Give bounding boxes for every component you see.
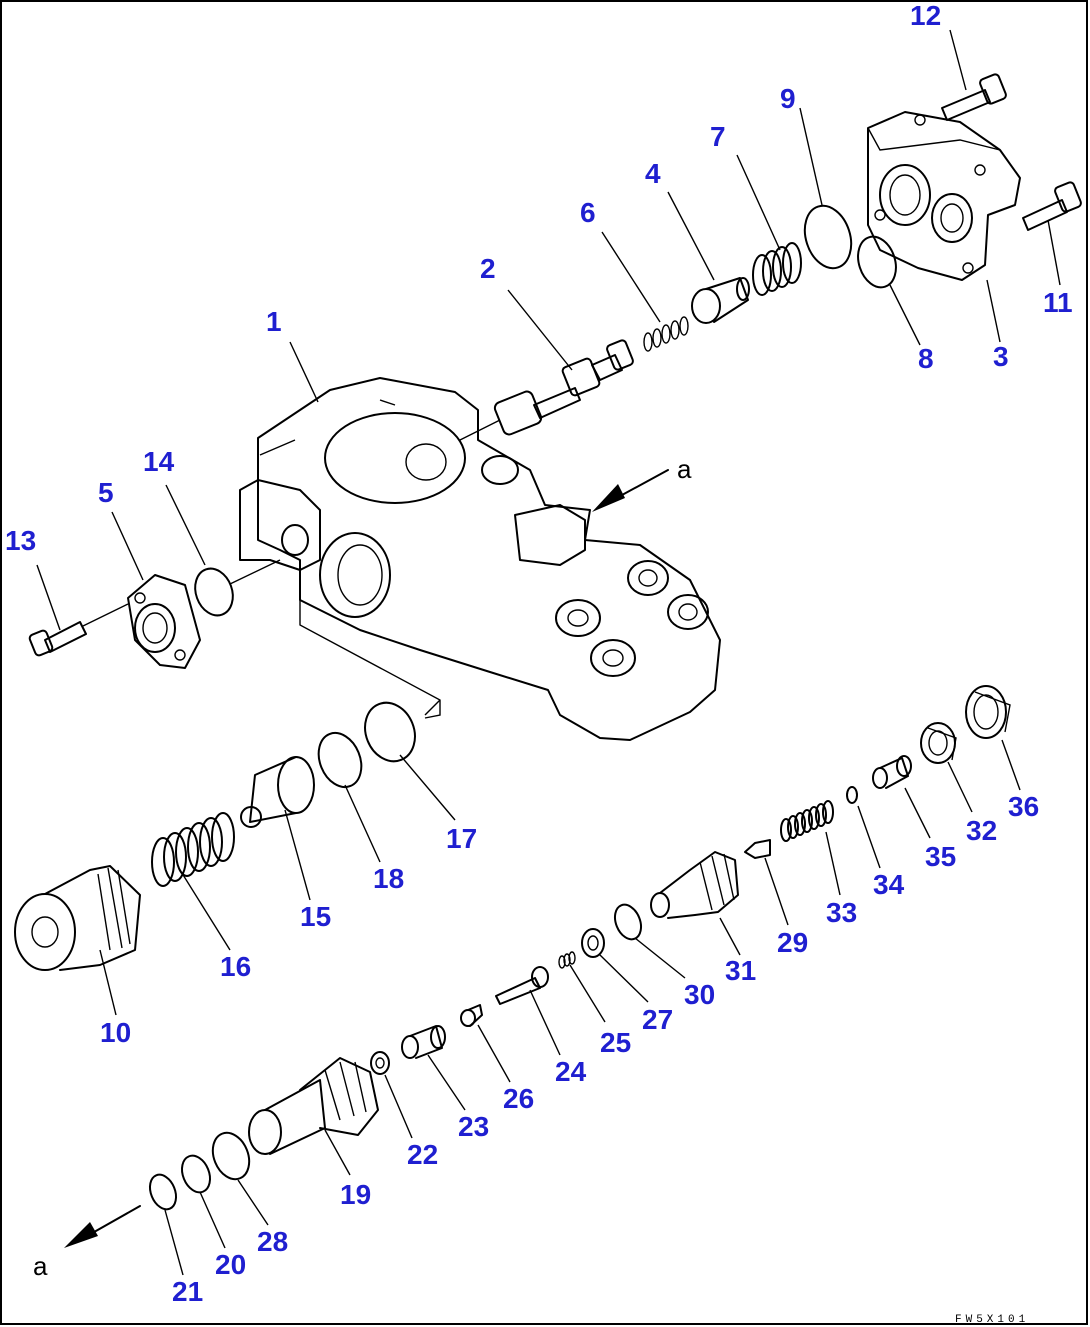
part-26-plug: [460, 1004, 483, 1027]
part-17-o-ring: [364, 701, 416, 763]
label-1: 1: [266, 306, 282, 337]
label-20: 20: [215, 1249, 246, 1280]
part-7-spring: [752, 242, 802, 296]
part-30-o-ring: [613, 903, 643, 941]
part-28-o-ring: [211, 1131, 251, 1181]
arrow-letter-top: a: [677, 454, 692, 484]
label-3: 3: [993, 341, 1009, 372]
label-18: 18: [373, 863, 404, 894]
label-23: 23: [458, 1111, 489, 1142]
part-33-spring: [780, 800, 834, 842]
label-31: 31: [725, 955, 756, 986]
part-27-washer: [581, 928, 605, 958]
label-19: 19: [340, 1179, 371, 1210]
leader-lines: [36, 29, 1061, 1276]
label-15: 15: [300, 901, 331, 932]
arrow-a-top: [592, 469, 669, 512]
label-24: 24: [555, 1056, 587, 1087]
label-21: 21: [172, 1276, 203, 1307]
part-9-o-ring: [803, 204, 853, 270]
part-2-spool: [493, 339, 634, 436]
part-25-spring: [558, 951, 576, 969]
part-18-o-ring: [317, 731, 363, 789]
label-14: 14: [143, 446, 175, 477]
label-2: 2: [480, 253, 496, 284]
label-32: 32: [966, 815, 997, 846]
part-19-relief-valve: [248, 1057, 379, 1155]
part-16-spring: [151, 812, 235, 887]
part-8-o-ring: [857, 235, 897, 289]
label-6: 6: [580, 197, 596, 228]
label-33: 33: [826, 897, 857, 928]
label-4: 4: [645, 158, 661, 189]
part-14-o-ring: [194, 567, 234, 617]
part-32-nut: [920, 722, 957, 764]
part-4-retainer: [691, 277, 750, 324]
part-13-bolt: [28, 621, 87, 657]
label-22: 22: [407, 1139, 438, 1170]
part-31-valve: [650, 851, 739, 919]
part-20-backup-ring: [181, 1154, 211, 1194]
arrow-letter-bottom: a: [33, 1251, 48, 1281]
part-22-nut: [370, 1051, 390, 1075]
label-30: 30: [684, 979, 715, 1010]
label-35: 35: [925, 841, 956, 872]
part-3-cover: [867, 111, 1021, 281]
part-1-valve-body: [239, 377, 721, 741]
part-24-pin: [495, 966, 549, 1005]
label-26: 26: [503, 1083, 534, 1114]
label-17: 17: [446, 823, 477, 854]
label-16: 16: [220, 951, 251, 982]
label-36: 36: [1008, 791, 1039, 822]
label-13: 13: [5, 525, 36, 556]
label-10: 10: [100, 1017, 131, 1048]
assembly-guide-lines: [82, 419, 501, 716]
label-27: 27: [642, 1004, 673, 1035]
label-34: 34: [873, 869, 905, 900]
label-9: 9: [780, 83, 796, 114]
part-35-piston: [872, 755, 912, 789]
label-8: 8: [918, 343, 934, 374]
part-15-poppet: [240, 756, 315, 828]
drawing-code: FW5X101: [955, 1314, 1029, 1326]
part-29-poppet: [744, 839, 771, 859]
label-28: 28: [257, 1226, 288, 1257]
part-10-plug: [14, 865, 141, 971]
part-36-cap-nut: [965, 685, 1011, 739]
label-12: 12: [910, 0, 941, 31]
arrow-a-bottom: [64, 1205, 141, 1248]
part-12-bolt: [941, 73, 1007, 121]
label-25: 25: [600, 1027, 631, 1058]
part-34-ring: [846, 786, 858, 804]
label-29: 29: [777, 927, 808, 958]
label-11: 11: [1043, 287, 1073, 318]
part-6-spring: [643, 316, 689, 352]
part-5-flange: [127, 574, 201, 669]
part-23-sleeve: [401, 1025, 446, 1059]
label-7: 7: [710, 121, 726, 152]
label-5: 5: [98, 477, 114, 508]
part-11-bolt: [1022, 181, 1082, 231]
part-number-labels: 1 2 3 4 5 6 7 8 9 10 11 12 13 14 15 16 1…: [5, 0, 1073, 1307]
part-21-ring: [148, 1173, 178, 1211]
